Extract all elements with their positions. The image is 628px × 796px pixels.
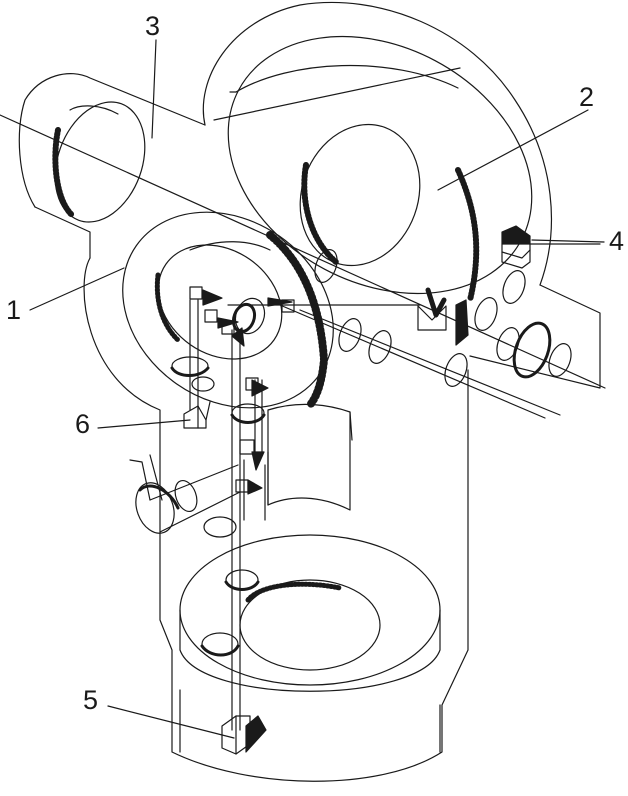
callout-3: 3 (145, 11, 161, 41)
prism-4 (501, 225, 601, 269)
callout-6: 6 (75, 409, 91, 439)
base-ring (179, 534, 441, 692)
central-cavity (267, 403, 353, 511)
beam-lines (0, 114, 606, 419)
housing-outline (18, 1, 601, 782)
prism-5 (221, 715, 267, 755)
prism-6 (183, 401, 211, 429)
callout-4: 4 (609, 226, 625, 256)
side-tube (129, 454, 241, 534)
grating-disk-2 (213, 35, 533, 303)
mirror-block (417, 287, 469, 346)
callout-1: 1 (6, 295, 22, 325)
vertical-beams (189, 299, 266, 731)
disk1-prisms (189, 286, 295, 347)
callout-2: 2 (579, 82, 595, 112)
column-prisms (235, 377, 269, 495)
column-lenses (170, 356, 266, 657)
leader-lines (29, 39, 605, 739)
lens-3 (52, 101, 146, 223)
horizontal-lenses (314, 249, 572, 387)
callout-5: 5 (83, 685, 99, 715)
